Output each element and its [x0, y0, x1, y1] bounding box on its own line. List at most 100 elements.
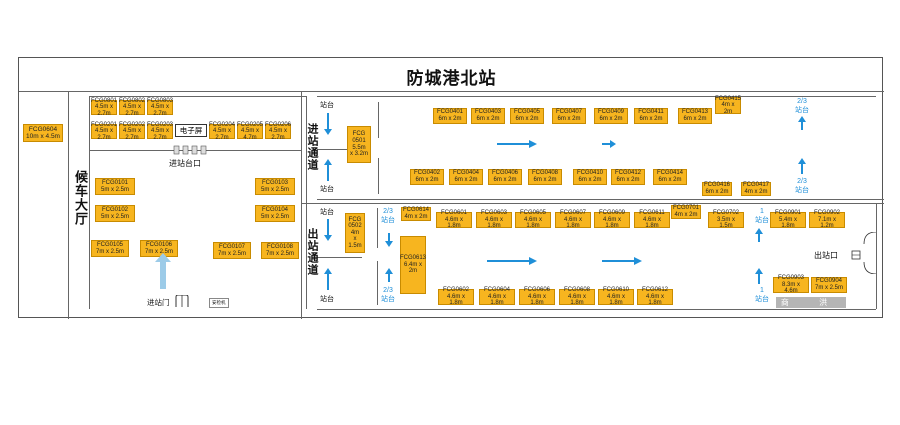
booth-size: 6m x 2m [533, 177, 557, 183]
booth-size: 4.5m x 4.7m [240, 128, 259, 141]
booth-code: FCG0105 [96, 241, 123, 248]
booth-fcg0502: FCG 0502 4m x 1.5m [345, 213, 365, 253]
title-divider [19, 91, 884, 92]
booth-size: 8.3m x 4.6m [781, 281, 800, 295]
booth-code: FCG0607 [559, 210, 586, 217]
booth-code: FCG0417 [743, 182, 770, 189]
booth-code: FCG0405 [513, 109, 540, 116]
exit-right-up-arrow-bottom [755, 268, 763, 284]
gate-icons [172, 142, 212, 155]
booth-code: FCG0107 [218, 243, 245, 250]
hall-inner-left-wall [89, 96, 90, 309]
exit-passage-label: 出站通道 [306, 228, 319, 276]
gray-block: 商 洪 [776, 297, 846, 308]
booth-code: FCG0401 [436, 109, 463, 116]
booth-size: 10m x 4.5m [26, 133, 60, 140]
booth-size: 6m x 2m [705, 189, 729, 195]
booth-size: 5m x 2.5m [100, 213, 129, 220]
booth-size: 4.6m x 1.8m [602, 216, 621, 230]
booth-fcg0205: FCG0205 4.5m x 4.7m [237, 121, 264, 141]
booth-code: FCG0602 [442, 287, 469, 294]
booth-size: 6m x 2m [616, 177, 640, 183]
entry-top-border [317, 96, 876, 97]
booth-code: FCG0411 [638, 109, 664, 116]
booth-size: 4.6m x 1.8m [444, 216, 463, 230]
booth-fcg0206: FCG0206 4.5m x 2.7m [265, 122, 291, 141]
exit-platform-label-bottom: 站台 [320, 296, 334, 303]
booth-code: FCG0201 [91, 121, 118, 128]
booth-code: FCG0412 [614, 170, 641, 177]
booth-size: 4.6m x 1.8m [563, 216, 582, 230]
booth-code: FCG0801 [91, 97, 118, 104]
hall-right-inner-wall [306, 96, 307, 309]
booth-size: 4.5m x 2.7m [122, 128, 141, 141]
booth-code: FCG0414 [656, 170, 683, 177]
booth-fcg0201: FCG0201 4.5m x 2.7m [91, 121, 118, 141]
booth-fcg0107: FCG0107 7m x 2.5m [213, 242, 251, 259]
exit-platform-23-bottom: 2/3 站台 [381, 287, 395, 303]
door-icon [175, 294, 189, 307]
booth-code: FCG0603 [480, 210, 507, 217]
booth-size: 6m x 2m [557, 116, 581, 122]
exit-platform-line-2 [377, 261, 378, 305]
entry-gate-label: 进站台口 [169, 159, 201, 168]
waiting-hall-label: 候车大厅 [72, 170, 87, 226]
booth-size: 7m x 2.5m [95, 248, 124, 255]
booth-size: 4.5m x 2.7m [94, 128, 113, 141]
exit-platform-1-bottom: 1 站台 [755, 287, 769, 303]
entry-platform-divider-h [317, 149, 362, 150]
entry-platform-line [378, 102, 379, 138]
booth-size: 4m x 2m [744, 189, 768, 195]
entry-platform-23-top: 2/3 站台 [795, 98, 809, 114]
entry-right-up-arrow-bottom [798, 158, 806, 174]
booth-size: 6m x 2m [683, 116, 707, 122]
booth-size: 5m x 2.5m [100, 186, 129, 193]
electronic-screen: 电子屏 [175, 124, 207, 137]
booth-size: 7m x 2.5m [265, 250, 294, 257]
booth-size: 7m x 2.5m [217, 250, 246, 257]
booth-code: FCG0416 [704, 182, 731, 189]
booth-code: FCG0103 [261, 179, 288, 186]
booth-size: 6m x 2m [578, 177, 602, 183]
exit-flow-arrow-2 [602, 257, 642, 265]
exit-door-icon [851, 247, 861, 260]
booth-code: FCG0102 [101, 206, 128, 213]
exit-up-arrow [324, 268, 332, 290]
booth-code: FCG0205 [237, 121, 264, 128]
booth-code: FCG0408 [531, 170, 558, 177]
entry-passage-label: 进站通道 [306, 123, 319, 171]
booth-fcg0204: FCG0204 4.5m x 2.7m [209, 122, 235, 141]
booth-code: FCG0101 [101, 179, 128, 186]
booth-code: FCG0601 [440, 210, 467, 217]
booth-size: 5.5m x 3.2m [349, 144, 368, 158]
booth-fcg0106: FCG0106 7m x 2.5m [140, 240, 178, 257]
plan-title: 防城港北站 [406, 69, 497, 89]
exit-left-up-arrow [385, 268, 393, 282]
exit-door-label: 出站口 [814, 251, 838, 260]
booth-size: 4.6m x 1.8m [484, 216, 503, 230]
booth-code: FCG0904 [815, 278, 842, 285]
booth-size: 6m x 2m [658, 177, 682, 183]
booth-code: FCG0612 [641, 287, 668, 294]
booth-code: FCG0402 [413, 170, 440, 177]
booth-fcg0101: FCG0101 5m x 2.5m [95, 178, 135, 195]
